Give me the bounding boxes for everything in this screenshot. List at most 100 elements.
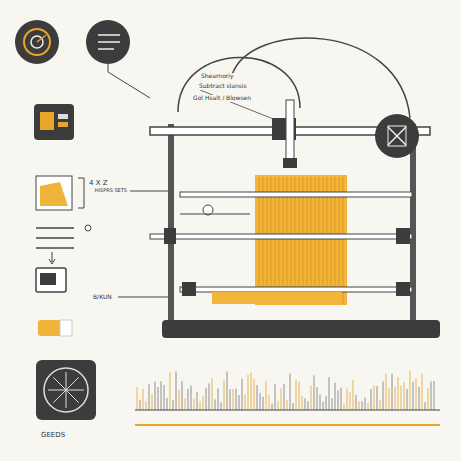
stroke bbox=[395, 387, 396, 410]
stroke bbox=[272, 404, 273, 410]
stroke bbox=[392, 374, 393, 410]
stroke bbox=[143, 389, 144, 410]
stroke bbox=[164, 385, 165, 410]
stroke bbox=[233, 389, 234, 410]
printer-frame bbox=[118, 38, 440, 338]
stroke bbox=[251, 372, 252, 410]
stroke bbox=[287, 400, 288, 410]
stroke bbox=[152, 394, 153, 410]
stroke bbox=[215, 399, 216, 410]
stroke bbox=[332, 398, 333, 410]
stroke bbox=[176, 372, 177, 410]
device-icon bbox=[36, 268, 66, 292]
stroke bbox=[347, 389, 348, 410]
screen-icon bbox=[34, 104, 74, 140]
stroke bbox=[278, 401, 279, 410]
stroke bbox=[236, 389, 237, 410]
stroke bbox=[155, 382, 156, 410]
stroke bbox=[66, 390, 67, 408]
stroke bbox=[380, 400, 381, 410]
stroke bbox=[401, 385, 402, 410]
stroke bbox=[275, 384, 276, 410]
stroke bbox=[227, 372, 228, 410]
stroke bbox=[389, 388, 390, 410]
material-icon bbox=[36, 176, 72, 210]
part-label: 4 X Z bbox=[88, 180, 109, 188]
stroke bbox=[263, 397, 264, 410]
stroke bbox=[434, 381, 435, 410]
menu-icon bbox=[86, 20, 130, 64]
stroke bbox=[218, 389, 219, 410]
stroke bbox=[311, 386, 312, 410]
stroke bbox=[326, 396, 327, 410]
stroke bbox=[248, 375, 249, 410]
stroke bbox=[66, 390, 84, 391]
stroke bbox=[224, 381, 225, 410]
stroke bbox=[200, 401, 201, 410]
stroke bbox=[239, 395, 240, 410]
stroke bbox=[416, 378, 417, 410]
stroke bbox=[410, 371, 411, 410]
stroke bbox=[305, 398, 306, 410]
stroke bbox=[284, 384, 285, 410]
signal-waveform bbox=[137, 371, 434, 410]
stroke bbox=[188, 389, 189, 410]
stroke bbox=[413, 382, 414, 410]
stroke bbox=[404, 382, 405, 410]
stroke bbox=[302, 396, 303, 410]
stroke bbox=[149, 384, 150, 410]
stroke bbox=[320, 394, 321, 410]
stroke bbox=[158, 387, 159, 410]
stroke bbox=[386, 373, 387, 410]
stroke bbox=[338, 390, 339, 410]
stroke bbox=[293, 403, 294, 410]
stroke bbox=[185, 398, 186, 410]
part-label: HISPRS SETS bbox=[94, 188, 128, 194]
stroke bbox=[48, 390, 66, 391]
part-label: GEEDS bbox=[40, 432, 66, 440]
stroke bbox=[371, 389, 372, 410]
stroke bbox=[53, 377, 66, 390]
part-label: B/KUN bbox=[92, 294, 113, 301]
stroke bbox=[344, 404, 345, 410]
stroke bbox=[407, 389, 408, 410]
stroke bbox=[323, 402, 324, 410]
stroke bbox=[425, 402, 426, 410]
stroke bbox=[146, 401, 147, 410]
stroke bbox=[53, 390, 66, 403]
stroke bbox=[356, 395, 357, 410]
part-label: Gol Hsalt / Blowsen bbox=[192, 95, 252, 102]
fan-icon bbox=[36, 360, 96, 420]
stroke bbox=[260, 393, 261, 410]
stroke bbox=[374, 386, 375, 410]
stroke bbox=[173, 400, 174, 410]
stroke bbox=[422, 374, 423, 410]
stroke bbox=[66, 377, 79, 390]
stroke bbox=[257, 385, 258, 410]
stroke bbox=[66, 390, 79, 403]
stroke bbox=[209, 383, 210, 410]
stroke bbox=[206, 388, 207, 410]
stroke bbox=[428, 388, 429, 410]
stroke bbox=[194, 399, 195, 410]
stroke bbox=[182, 381, 183, 410]
part-label: Subtract slansis bbox=[198, 83, 248, 90]
stroke bbox=[353, 380, 354, 410]
stroke bbox=[197, 392, 198, 410]
stroke bbox=[341, 388, 342, 410]
stroke bbox=[221, 402, 222, 410]
stroke bbox=[170, 372, 171, 410]
stroke bbox=[299, 382, 300, 410]
stroke bbox=[161, 381, 162, 410]
stroke bbox=[137, 387, 138, 410]
stroke bbox=[230, 389, 231, 410]
stroke bbox=[362, 401, 363, 410]
stroke bbox=[269, 395, 270, 410]
stroke bbox=[212, 378, 213, 410]
stroke bbox=[329, 377, 330, 410]
stroke bbox=[281, 388, 282, 410]
stroke bbox=[242, 379, 243, 410]
stroke bbox=[431, 382, 432, 410]
stroke bbox=[419, 387, 420, 410]
